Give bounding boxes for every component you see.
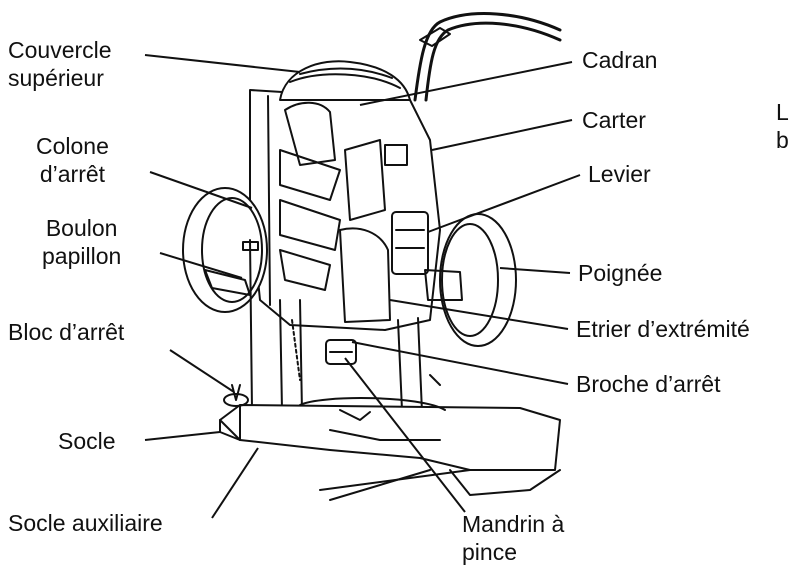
label-cadran: Cadran: [582, 46, 657, 74]
left-handle: [182, 187, 268, 313]
leader-lines: [144, 54, 581, 519]
edge-text-fragment: L b: [776, 98, 789, 154]
label-boulon-line-1: Boulon: [45, 215, 118, 241]
label-colone-line-1: Colone: [36, 133, 109, 159]
label-levier-line-1: Levier: [588, 161, 651, 187]
label-mandrin-line-1: Mandrin à: [462, 511, 565, 537]
label-couvercle-line-2: supérieur: [8, 65, 104, 91]
label-boulon-papillon: Boulon papillon: [42, 214, 121, 270]
label-boulon-line-2: papillon: [42, 243, 122, 269]
edge-text-line-2: b: [776, 127, 789, 153]
label-socle-aux-line-1: Socle auxiliaire: [8, 510, 163, 536]
right-handle: [391, 211, 517, 347]
label-couvercle-superieur: Couvercle supérieur: [8, 36, 112, 92]
label-levier: Levier: [588, 160, 651, 188]
label-mandrin-line-2: pince: [462, 539, 517, 565]
power-cord: [413, 12, 562, 102]
label-socle-line-1: Socle: [58, 428, 116, 454]
label-colone-arret: Colone d’arrêt: [36, 132, 109, 188]
label-broche-line-1: Broche d’arrêt: [576, 371, 721, 397]
label-poignee-line-1: Poignée: [578, 260, 663, 286]
label-couvercle-line-1: Couvercle: [8, 37, 112, 63]
label-poignee: Poignée: [578, 259, 662, 287]
label-etrier-line-1: Etrier d’extrémité: [576, 316, 750, 342]
edge-text-line-1: L: [776, 99, 789, 125]
label-carter-line-1: Carter: [582, 107, 646, 133]
label-bloc-line-1: Bloc d’arrêt: [8, 319, 125, 345]
motor-housing: [249, 60, 441, 331]
router-base: [219, 374, 561, 501]
label-broche-arret: Broche d’arrêt: [576, 370, 720, 398]
label-socle-auxiliaire: Socle auxiliaire: [8, 509, 163, 537]
label-socle: Socle: [58, 427, 116, 455]
label-cadran-line-1: Cadran: [582, 47, 658, 73]
label-bloc-arret: Bloc d’arrêt: [8, 318, 124, 346]
label-colone-line-2: d’arrêt: [39, 161, 106, 187]
label-mandrin-pince: Mandrin à pince: [462, 510, 564, 566]
label-carter: Carter: [582, 106, 646, 134]
label-etrier-extremite: Etrier d’extrémité: [576, 315, 750, 343]
collet: [325, 339, 357, 365]
columns: [242, 239, 423, 413]
